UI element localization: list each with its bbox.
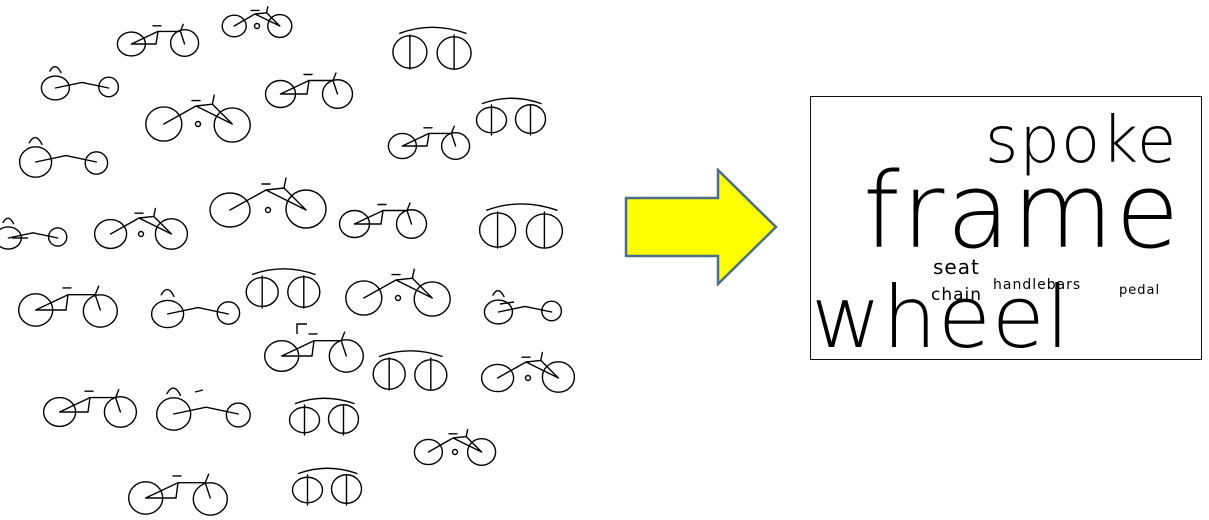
- word-pedal: pedal: [1119, 283, 1161, 298]
- bicycle-sketch: [0, 217, 68, 250]
- word-spoke: spoke: [985, 104, 1178, 178]
- bicycle-sketch: [291, 467, 363, 506]
- bicycle-sketch: [18, 285, 119, 328]
- sketch-stroke: [296, 323, 307, 334]
- bicycle-sketch: [116, 23, 200, 58]
- bicycle-sketch: [42, 388, 138, 428]
- bicycle-sketch: [392, 26, 472, 70]
- bicycle-sketch: [18, 136, 109, 178]
- bicycle-sketch: [413, 428, 497, 467]
- bicycle-sketch: [221, 6, 293, 39]
- word-cloud: spoke frame wheel seat chain handlebars …: [810, 96, 1202, 360]
- word-seat: seat: [933, 255, 980, 279]
- bicycle-sketch: [338, 202, 428, 239]
- sketch-stroke: [194, 389, 204, 393]
- bicycle-sketch: [127, 473, 229, 516]
- word-wheel: wheel: [811, 268, 1071, 360]
- bicycle-sketch: [372, 350, 448, 391]
- bicycle-sketch: [209, 177, 327, 229]
- bicycle-sketch: [483, 289, 563, 325]
- arrow-shape: [624, 168, 778, 286]
- bicycle-sketch: [150, 288, 241, 329]
- bicycle-sketch: [345, 268, 451, 317]
- bicycle-sketch: [387, 125, 471, 160]
- sketch-stroke: [499, 301, 515, 305]
- bicycle-sketch: [475, 97, 547, 136]
- bicycle-sketch: [478, 203, 564, 249]
- bicycle-sketch: [288, 397, 360, 436]
- bicycle-sketch: [264, 72, 354, 109]
- right-arrow: [624, 168, 778, 286]
- bicycle-sketch: [145, 94, 251, 143]
- bicycle-sketch: [245, 268, 321, 309]
- word-chain: chain: [931, 285, 983, 305]
- bicycle-sketch: [155, 387, 251, 431]
- bicycle-sketch: [480, 351, 576, 393]
- bicycle-sketch: [40, 65, 120, 101]
- bicycle-sketch: [93, 207, 189, 250]
- bicycle-sketches-panel: [0, 6, 576, 516]
- bicycle-sketch: [264, 331, 364, 373]
- word-handlebars: handlebars: [993, 277, 1082, 293]
- word-frame: frame: [863, 150, 1182, 272]
